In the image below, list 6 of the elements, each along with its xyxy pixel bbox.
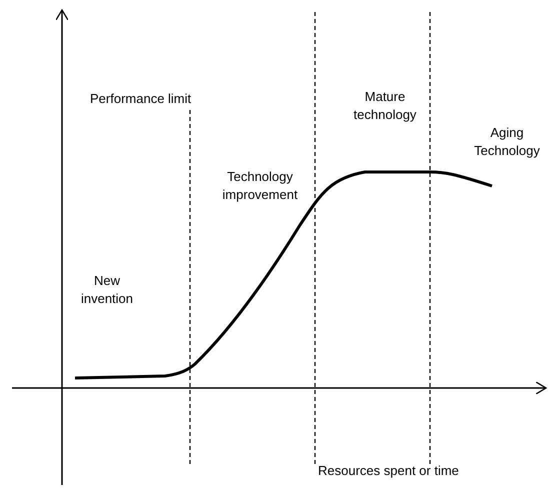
axis-label: Performance limit xyxy=(90,90,192,108)
stage-label: Technology improvement xyxy=(221,168,299,204)
stage-label: New invention xyxy=(80,272,134,308)
stage-label: Mature technology xyxy=(352,88,418,124)
stage-label: Aging Technology xyxy=(473,124,541,160)
axis-label: Resources spent or time xyxy=(318,462,460,480)
